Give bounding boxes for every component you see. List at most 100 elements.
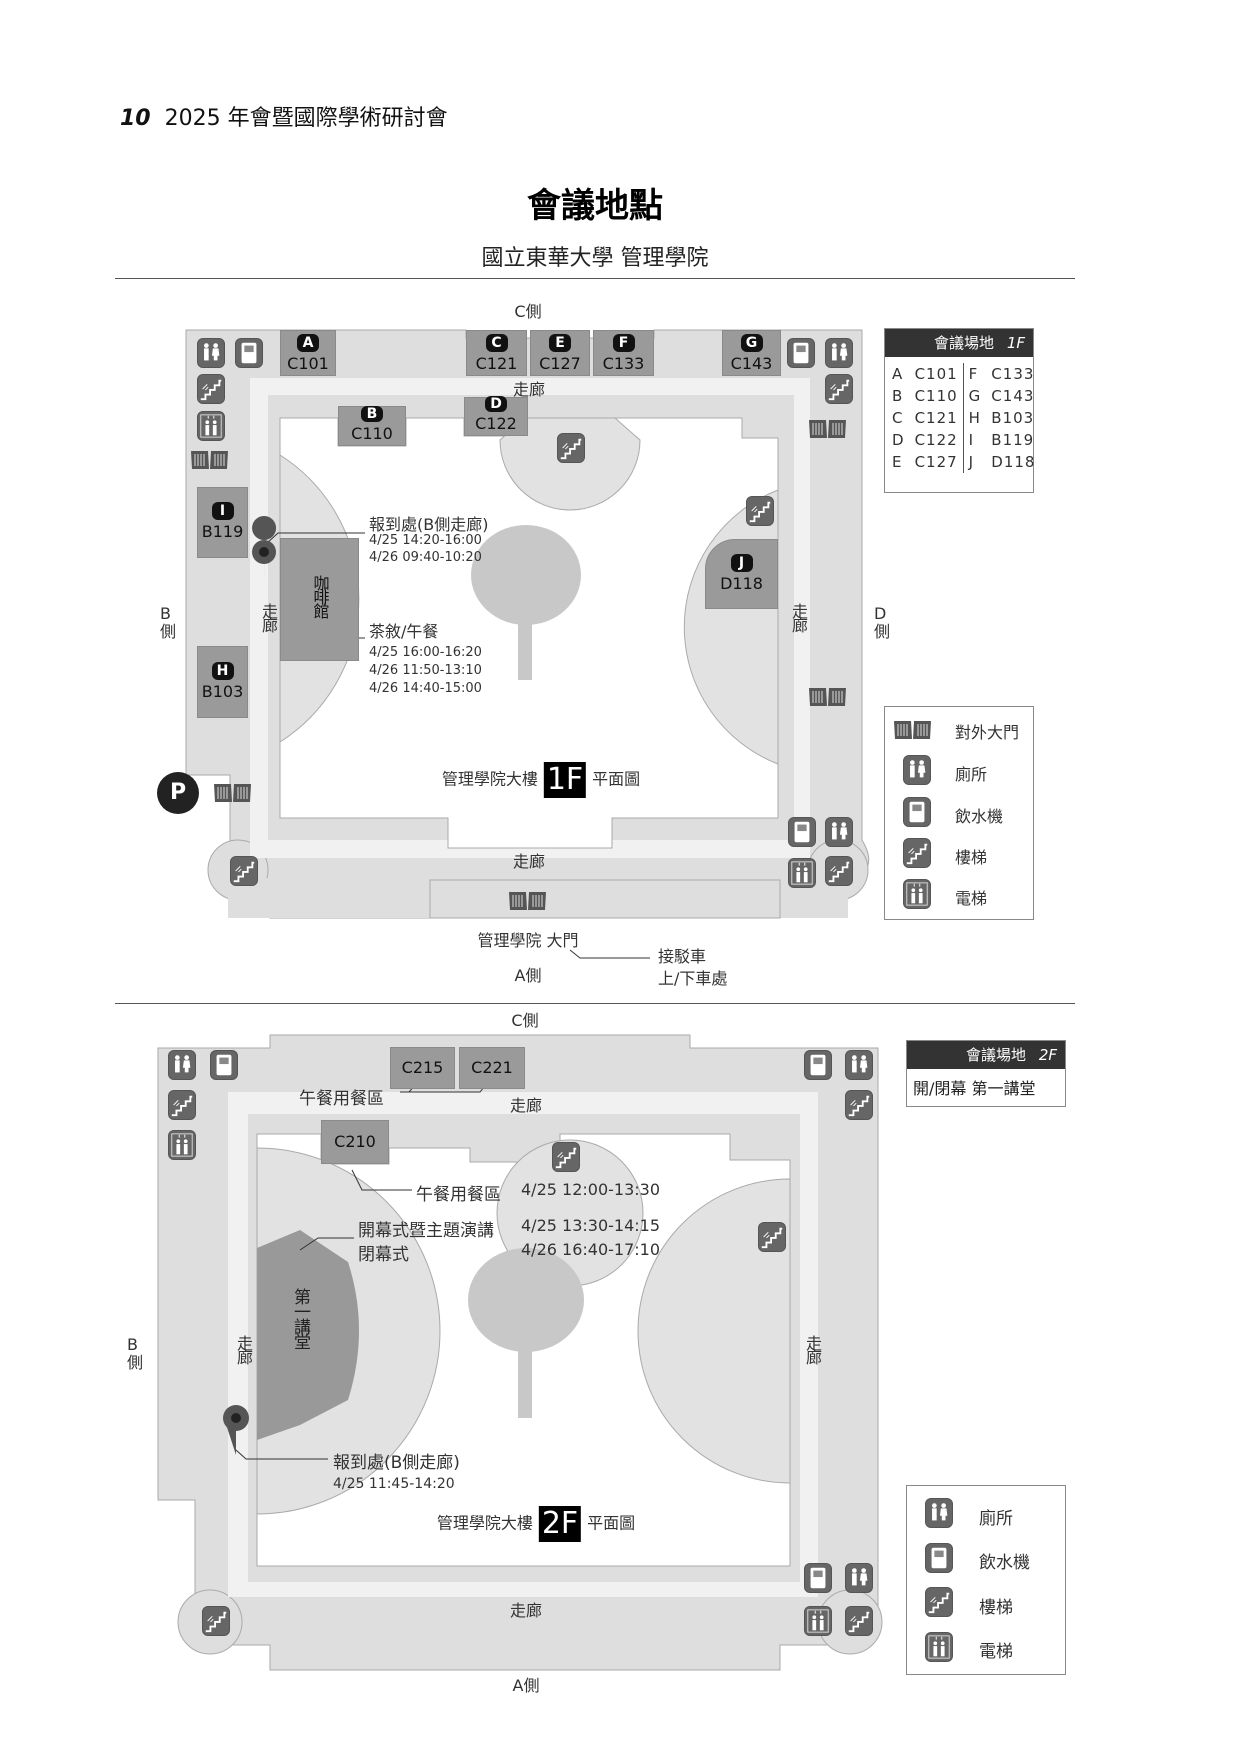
venue-legend-header: 會議場地 2F xyxy=(907,1041,1065,1069)
lunch-label: 午餐用餐區 xyxy=(416,1185,501,1205)
venue-legend-cell: C xyxy=(892,409,904,427)
restroom-icon xyxy=(168,1050,196,1080)
side-label-c: C側 xyxy=(511,1011,539,1030)
legend-floor: 1F xyxy=(1006,334,1025,352)
room-code: C127 xyxy=(539,354,581,373)
side-label-c: C側 xyxy=(514,302,542,321)
corridor-label-top: 走廊 xyxy=(509,1096,543,1115)
room-code: C101 xyxy=(287,354,329,373)
legend-elevator-label: 電梯 xyxy=(979,1642,1013,1662)
cafe-label: 咖啡館 xyxy=(310,575,330,617)
water-fountain-icon xyxy=(787,338,815,368)
elevator-icon xyxy=(903,879,931,909)
water-fountain-icon xyxy=(235,338,263,368)
legend-water-label: 飲水機 xyxy=(979,1553,1030,1573)
venue-legend-cell: J xyxy=(968,453,975,471)
venue-legend-cell: G xyxy=(968,387,982,405)
room-code: C122 xyxy=(475,414,517,433)
legend-title: 會議場地 xyxy=(934,334,995,352)
elevator-icon xyxy=(197,411,225,441)
legend-stairs-label: 樓梯 xyxy=(955,848,988,867)
venue-legend-cell: B103 xyxy=(991,409,1035,427)
running-title: 2025 年會暨國際學術研討會 xyxy=(164,106,448,131)
room-c121[interactable]: C C121 xyxy=(466,330,527,376)
water-fountain-icon xyxy=(210,1050,238,1080)
stairs-icon xyxy=(168,1090,196,1120)
page-subtitle: 國立東華大學 管理學院 xyxy=(481,246,709,271)
side-label-b: B側 xyxy=(127,1335,144,1372)
cafe[interactable]: 咖啡館 xyxy=(280,538,359,661)
checkin-time: 4/25 14:20-16:00 xyxy=(369,533,482,548)
stairs-icon xyxy=(903,838,931,868)
lunch-time: 4/25 12:00-13:30 xyxy=(521,1180,661,1199)
room-letter: C xyxy=(485,334,508,352)
checkin-label: 報到處(B側走廊) xyxy=(369,515,489,534)
plan-prefix: 管理學院大樓 xyxy=(436,1513,533,1533)
checkin-label: 報到處(B側走廊) xyxy=(333,1453,460,1473)
room-c221[interactable]: C221 xyxy=(459,1047,525,1089)
corridor-label-top: 走廊 xyxy=(512,380,546,399)
tea-lunch-label: 茶敘/午餐 xyxy=(369,622,439,641)
restroom-icon xyxy=(845,1050,873,1080)
room-code: C121 xyxy=(475,354,518,373)
room-letter: A xyxy=(297,334,319,352)
legend-stairs-label: 樓梯 xyxy=(979,1598,1013,1618)
stairs-icon xyxy=(746,496,774,526)
room-code: B103 xyxy=(201,681,244,701)
tree-illustration xyxy=(468,1248,584,1418)
water-fountain-icon xyxy=(804,1050,832,1080)
legend-floor: 2F xyxy=(1038,1046,1057,1064)
checkin-time: 4/25 11:45-14:20 xyxy=(333,1476,455,1492)
gate-icon xyxy=(808,418,848,440)
venue-legend-cell: C122 xyxy=(909,429,964,451)
restroom-icon xyxy=(197,338,225,368)
room-c215[interactable]: C215 xyxy=(390,1047,455,1089)
room-code: C221 xyxy=(471,1057,513,1077)
venue-legend-cell: B xyxy=(892,387,904,405)
restroom-icon xyxy=(925,1498,953,1528)
floor-badge: 2F xyxy=(538,1506,582,1542)
room-code: D118 xyxy=(720,573,763,593)
lunch-area-label: 午餐用餐區 xyxy=(299,1089,384,1109)
room-letter: J xyxy=(730,553,753,572)
legend-restroom-label: 廁所 xyxy=(979,1509,1013,1529)
stairs-icon xyxy=(825,856,853,886)
stairs-icon xyxy=(845,1606,873,1636)
legend-water-label: 飲水機 xyxy=(955,807,1004,826)
stairs-icon xyxy=(230,856,258,886)
main-gate-icon xyxy=(508,890,548,912)
venue-legend-cell: C127 xyxy=(909,451,964,473)
room-c210[interactable]: C210 xyxy=(321,1120,389,1164)
room-letter: B xyxy=(361,406,383,422)
room-letter: F xyxy=(612,334,635,352)
venue-legend-cell: H xyxy=(968,409,981,427)
venue-legend-cell: C110 xyxy=(909,385,964,407)
room-letter: D xyxy=(485,396,507,412)
room-c101[interactable]: A C101 xyxy=(280,330,336,376)
restroom-icon xyxy=(903,755,931,785)
venue-legend-cell: C121 xyxy=(909,407,964,429)
legend-restroom-label: 廁所 xyxy=(955,765,988,784)
legend-elevator-label: 電梯 xyxy=(955,889,988,908)
room-c122[interactable]: D C122 xyxy=(464,396,528,436)
venue-legend-cell: E xyxy=(892,453,903,471)
page-number: 10 xyxy=(120,106,151,131)
gate-icon xyxy=(808,686,848,708)
water-fountain-icon xyxy=(903,797,931,827)
venue-legend-cell: C133 xyxy=(991,365,1035,383)
water-fountain-icon xyxy=(788,817,816,847)
venue-legend-cell: C143 xyxy=(991,387,1035,405)
